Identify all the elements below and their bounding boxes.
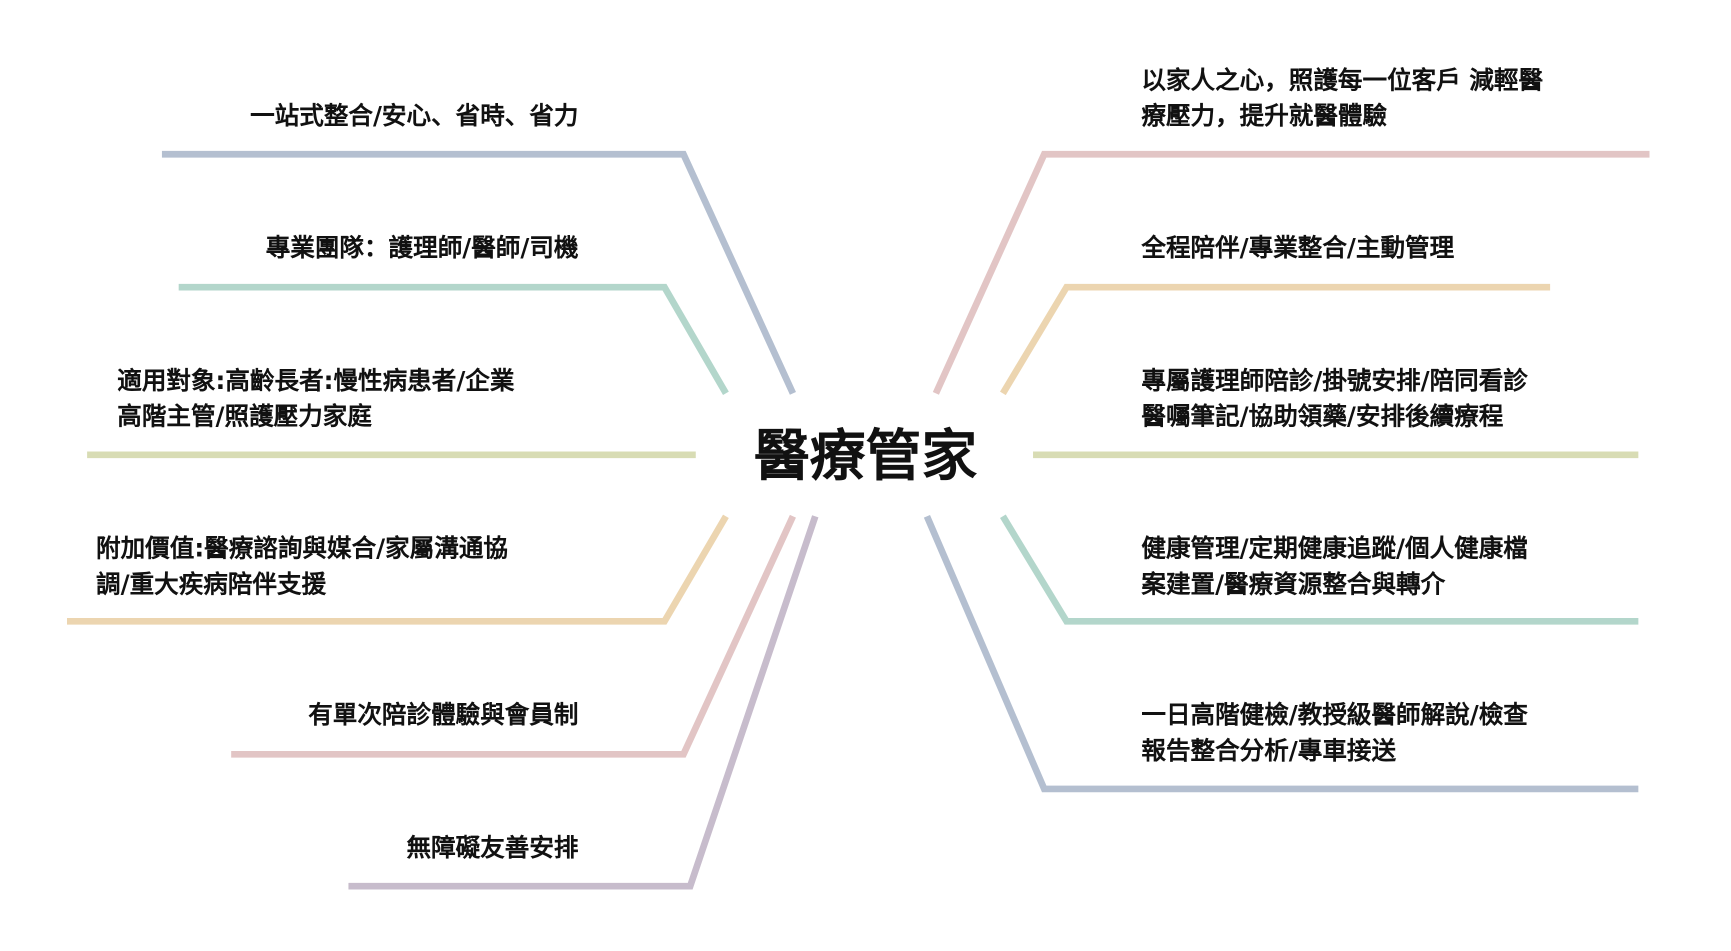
- branch-text: 高階主管/照護壓力家庭: [117, 403, 372, 432]
- branch-left-1: 一站式整合/安心、省時、省力: [250, 99, 578, 135]
- branch-line-right-1: [932, 150, 1650, 395]
- branch-text: 療壓力，提升就醫體驗: [1141, 102, 1388, 131]
- branch-line-right-5: [923, 514, 1639, 793]
- branch-right-5: 一日高階健檢/教授級醫師解說/檢查報告整合分析/專車接送: [1141, 698, 1528, 770]
- branch-text: 無障礙友善安排: [406, 834, 579, 863]
- branch-text: 全程陪伴/專業整合/主動管理: [1141, 234, 1455, 263]
- branch-text: 一站式整合/安心、省時、省力: [250, 102, 579, 131]
- branch-text: 專業團隊：護理師/醫師/司機: [265, 234, 579, 263]
- branch-right-2: 全程陪伴/專業整合/主動管理: [1141, 231, 1454, 267]
- branch-line-right-2: [1000, 283, 1551, 396]
- branch-right-4: 健康管理/定期健康追蹤/個人健康檔案建置/醫療資源整合與轉介: [1141, 532, 1528, 604]
- branch-left-5: 有單次陪診體驗與會員制: [308, 698, 578, 734]
- branch-text: 一日高階健檢/教授級醫師解說/檢查: [1141, 701, 1528, 730]
- branch-left-4: 附加價值:醫療諮詢與媒合/家屬溝通協調/重大疾病陪伴支援: [96, 532, 508, 604]
- branch-line-left-1: [161, 150, 796, 395]
- branch-line-left-5: [231, 514, 796, 758]
- branch-text: 以家人之心，照護每一位客戶 減輕醫: [1141, 67, 1544, 95]
- branch-line-left-2: [178, 283, 729, 396]
- branch-text: 醫囑筆記/協助領藥/安排後續療程: [1141, 403, 1504, 432]
- branch-left-2: 專業團隊：護理師/醫師/司機: [266, 231, 579, 267]
- branch-text: 調/重大疾病陪伴支援: [96, 571, 327, 599]
- branch-text: 適用對象:高齡長者:慢性病患者/企業: [117, 367, 515, 396]
- branch-right-1: 以家人之心，照護每一位客戶 減輕醫療壓力，提升就醫體驗: [1141, 64, 1543, 136]
- central-topic: 醫療管家: [753, 423, 978, 489]
- branch-text: 專屬護理師陪診/掛號安排/陪同看診: [1141, 367, 1528, 396]
- branch-left-6: 無障礙友善安排: [406, 831, 578, 867]
- branch-text: 案建置/醫療資源整合與轉介: [1141, 571, 1446, 599]
- branch-right-3: 專屬護理師陪診/掛號安排/陪同看診醫囑筆記/協助領藥/安排後續療程: [1141, 364, 1528, 436]
- branch-text: 健康管理/定期健康追蹤/個人健康檔: [1141, 535, 1528, 564]
- branch-line-right-4: [1000, 514, 1639, 625]
- branch-text: 附加價值:醫療諮詢與媒合/家屬溝通協: [96, 535, 508, 564]
- branch-text: 有單次陪診體驗與會員制: [308, 701, 579, 730]
- branch-left-3: 適用對象:高齡長者:慢性病患者/企業高階主管/照護壓力家庭: [117, 364, 514, 436]
- branch-line-left-4: [67, 514, 729, 625]
- branch-line-left-6: [348, 515, 819, 890]
- branch-text: 報告整合分析/專車接送: [1141, 737, 1397, 766]
